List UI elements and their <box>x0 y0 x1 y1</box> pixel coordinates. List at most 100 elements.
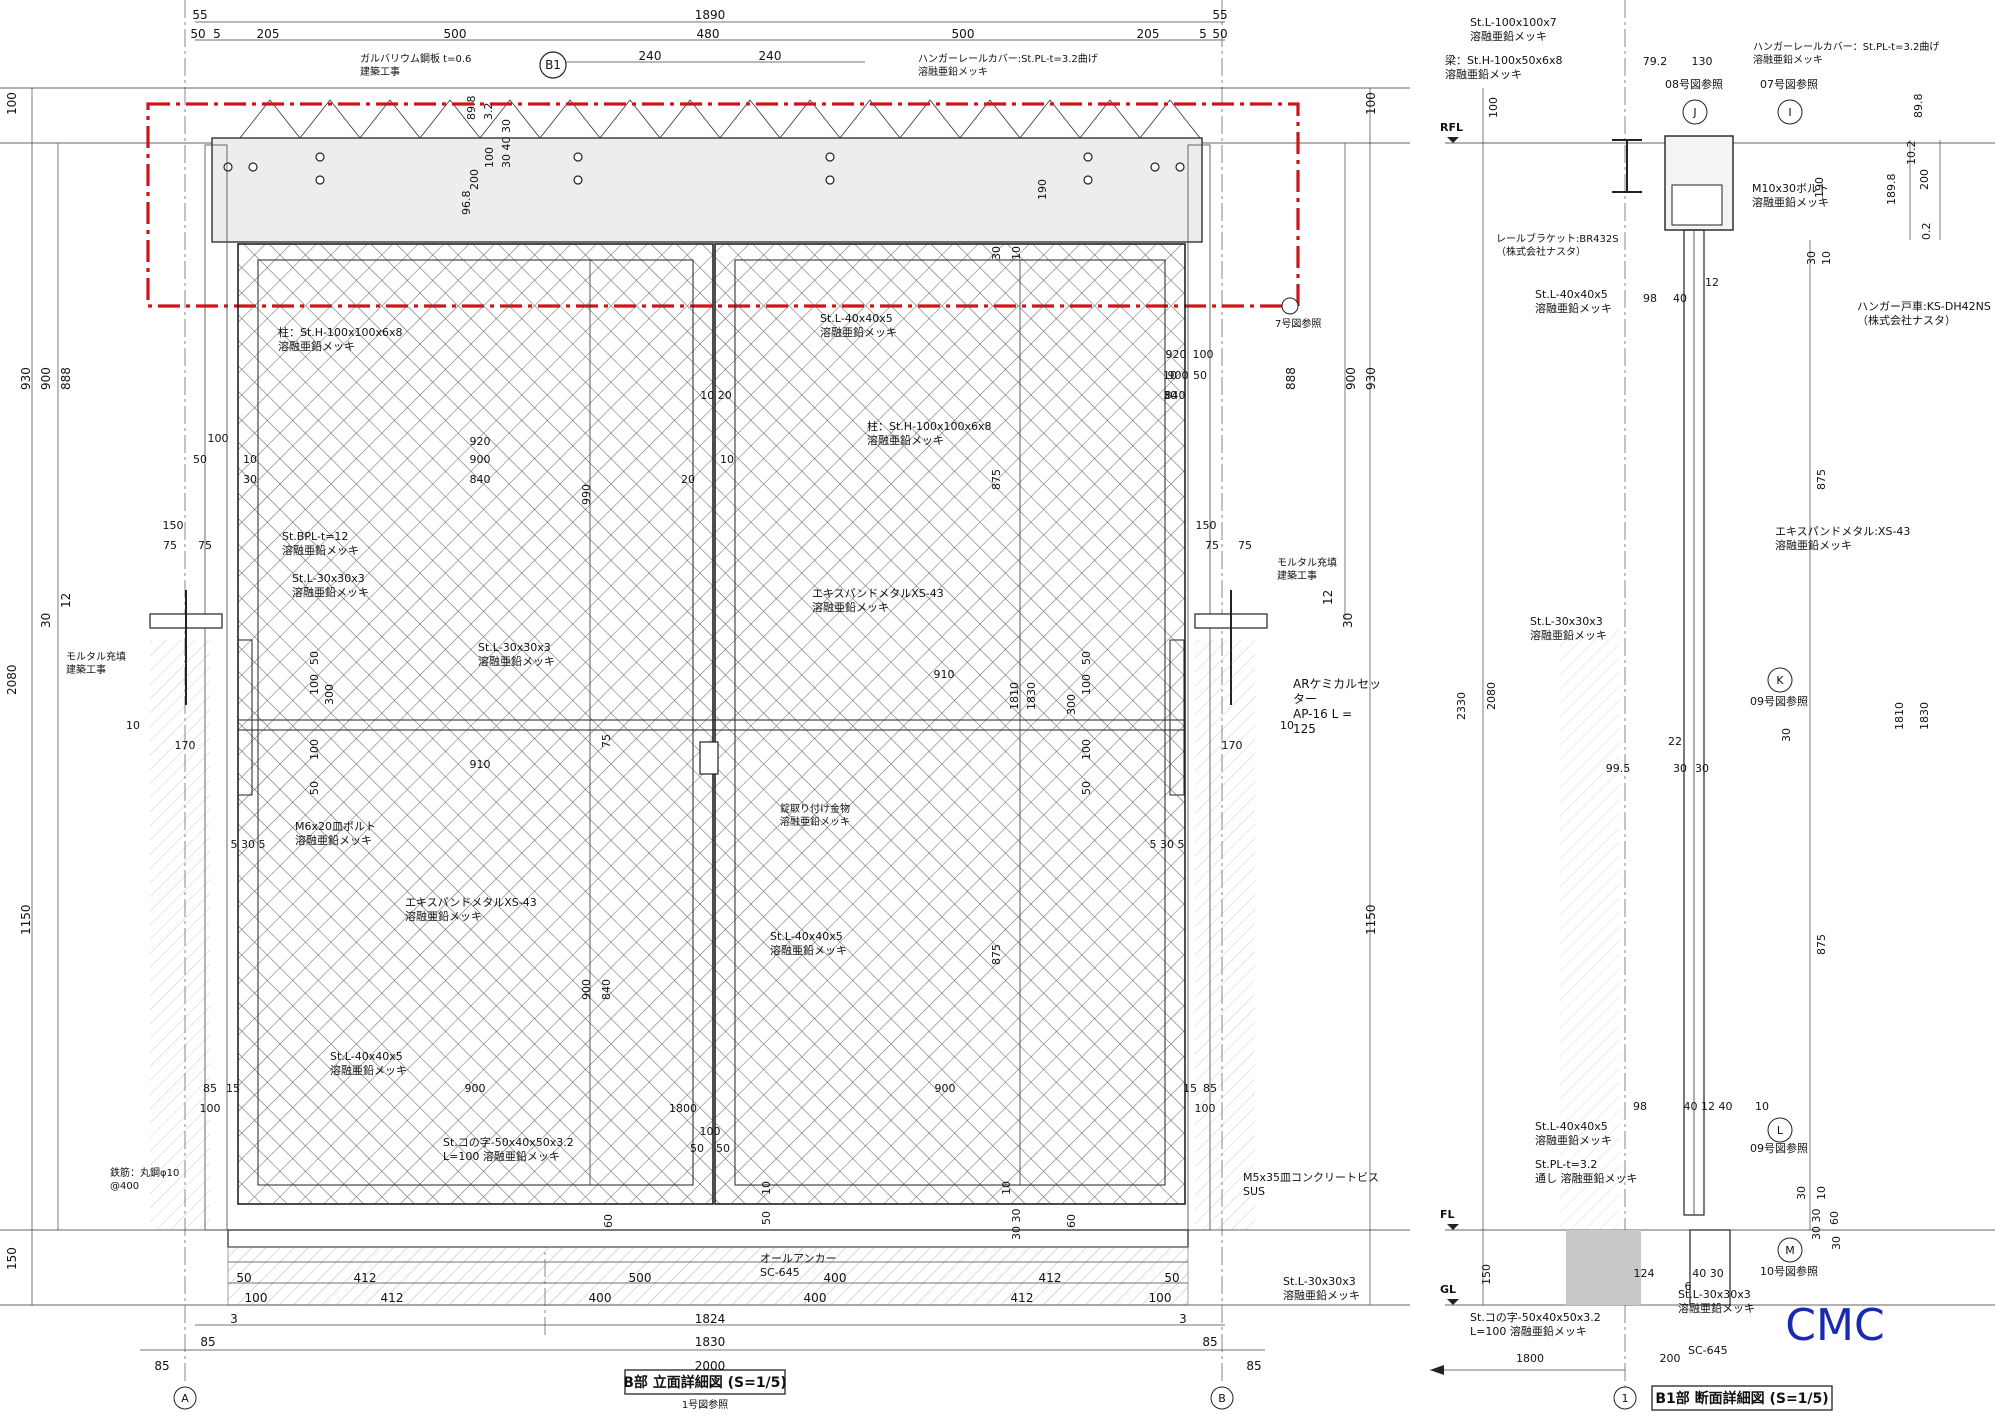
dimension-label: 10 <box>720 453 734 466</box>
dimension-label: 3.2 <box>482 103 495 121</box>
reference-10: 10号図参照 <box>1760 1264 1818 1278</box>
dimension-label: 888 <box>59 367 73 390</box>
dimension-label: 190 <box>1813 177 1826 198</box>
dimension-label: 89.8 <box>1912 94 1925 119</box>
dimension-label: 96.8 <box>460 191 473 216</box>
dimension-label: 100 <box>1149 1291 1172 1305</box>
dimension-label: 30 30 <box>1010 1209 1023 1241</box>
dimension-label: 100 <box>1487 97 1500 118</box>
dimension-label: 40 12 40 <box>1684 1100 1733 1113</box>
dimension-label: 50 <box>1164 1271 1179 1285</box>
callout-rail-bracket: レールブラケット:BR432S <box>1496 232 1619 245</box>
dimension-label: 15 <box>226 1082 240 1095</box>
callout-base-plate: St.BPL-t=12 <box>282 530 348 543</box>
bubble-m-label: M <box>1785 1244 1795 1257</box>
dimension-label: 412 <box>381 1291 404 1305</box>
dimension-label: 10 <box>1000 1181 1013 1195</box>
dimension-label: 840 <box>600 979 613 1000</box>
dimension-label: 100 <box>308 739 321 760</box>
dimension-label: 1830 <box>695 1335 726 1349</box>
dimension-label: 30 <box>1830 1236 1843 1250</box>
dimension-label: 480 <box>697 27 720 41</box>
dimension-label: 10 <box>1010 246 1023 260</box>
dimension-label: 500 <box>444 27 467 41</box>
dimension-label: 85 <box>1203 1082 1217 1095</box>
dimension-label: 875 <box>990 469 1003 490</box>
dimension-label: 240 <box>639 49 662 63</box>
dimension-label: 2330 <box>1455 692 1468 720</box>
callout-screw: SUS <box>1243 1185 1265 1198</box>
reference-07: 07号図参照 <box>1760 77 1818 91</box>
dimension-label: 10 <box>1280 719 1294 732</box>
elevation-view <box>0 0 1410 1410</box>
door-left-mesh <box>237 243 714 1205</box>
detail-bubble-i <box>1777 99 1803 125</box>
threshold <box>227 1229 1189 1248</box>
dimension-label: 10 <box>243 453 257 466</box>
callout-stl-40-low: 溶融亜鉛メッキ <box>330 1063 407 1077</box>
callout-mortar-right: 建築工事 <box>1277 569 1317 582</box>
callout-anchor: オールアンカー <box>760 1252 837 1265</box>
callout-stl-40-section: 溶融亜鉛メッキ <box>1535 301 1612 315</box>
callout-stl-30-section: 溶融亜鉛メッキ <box>1530 628 1607 642</box>
dimension-label: 875 <box>1815 469 1828 490</box>
dimension-label: 412 <box>1039 1271 1062 1285</box>
dimension-label: 55 <box>192 8 207 22</box>
callout-beam: 梁：St.H-100x50x6x8 <box>1445 53 1563 67</box>
dimension-label: 30 30 <box>1810 1209 1823 1241</box>
dimension-label: 300 <box>323 684 336 705</box>
dimension-label: 3 <box>230 1312 238 1326</box>
callout-chemical-anchor: 125 <box>1293 722 1316 736</box>
dimension-label: 1810 <box>1893 702 1906 730</box>
section-mark-b1 <box>539 51 567 79</box>
callout-base-plate: 溶融亜鉛メッキ <box>282 543 359 557</box>
dimension-label: 100 <box>1080 739 1093 760</box>
callout-hanger-cover: ハンガーレールカバー:St.PL-t=3.2曲げ <box>918 53 1098 65</box>
dimension-label: 6 <box>1685 1280 1692 1293</box>
dimension-label: 2080 <box>1485 682 1498 710</box>
callout-column-left: 柱：St.H-100x100x6x8 <box>278 325 403 339</box>
elevation-title-box <box>624 1369 786 1395</box>
dimension-label: 50 <box>1080 651 1093 665</box>
level-fl: FL <box>1440 1208 1455 1221</box>
callout-expanded-section: 溶融亜鉛メッキ <box>1775 538 1852 552</box>
dimension-label: 150 <box>163 519 184 532</box>
dimension-label: 130 <box>1692 55 1713 68</box>
callout-screw: M5x35皿コンクリートビス <box>1243 1171 1379 1184</box>
callout-m6-bolt: 溶融亜鉛メッキ <box>295 833 372 847</box>
callout-stl-30-right: 溶融亜鉛メッキ <box>1283 1288 1360 1302</box>
callout-channel: L=100 溶融亜鉛メッキ <box>443 1149 560 1163</box>
callout-beam: 溶融亜鉛メッキ <box>1445 67 1522 81</box>
dimension-label: 900 <box>465 1082 486 1095</box>
dimension-label: 150 <box>1480 1264 1493 1285</box>
grid-bubble-b <box>1210 1386 1234 1410</box>
callout-stpl: St.PL-t=3.2 <box>1535 1158 1597 1171</box>
dimension-label: 1800 <box>669 1102 697 1115</box>
callout-stl-30-left: St.L-30x30x3 <box>292 572 365 585</box>
callout-hanger-wheel: （株式会社ナスタ） <box>1857 313 1956 327</box>
level-gl: GL <box>1440 1283 1456 1296</box>
callout-stpl: 通し 溶融亜鉛メッキ <box>1535 1171 1638 1185</box>
callout-m6-bolt: M6x20皿ボルト <box>295 820 376 833</box>
dimension-label: 124 <box>1634 1267 1655 1280</box>
callout-column-right: 柱：St.H-100x100x6x8 <box>867 419 992 433</box>
callout-rail-bracket: （株式会社ナスタ） <box>1496 245 1586 258</box>
dimension-label: 1824 <box>695 1312 726 1326</box>
dimension-label: 400 <box>804 1291 827 1305</box>
dimension-label: 888 <box>1284 367 1298 390</box>
dimension-label: 79.2 <box>1643 55 1668 68</box>
door-right-mesh <box>714 243 1186 1205</box>
dimension-label: 10 <box>1815 1186 1828 1200</box>
galvalume-roof <box>239 99 1201 139</box>
dimension-label: 75 <box>163 539 177 552</box>
dimension-label: 100 <box>245 1291 268 1305</box>
dimension-label: 205 <box>1137 27 1160 41</box>
section-mark-label: B1 <box>545 58 561 72</box>
bubble-i-label: I <box>1788 106 1791 119</box>
dimension-label: 12 <box>1321 590 1335 605</box>
section-title: B1部 断面詳細図 (S=1/5) <box>1655 1390 1828 1407</box>
dimension-label: 30 <box>1795 1186 1808 1200</box>
dimension-label: 10 20 <box>700 389 732 402</box>
dimension-label: 98 <box>1643 292 1657 305</box>
dimension-label: 920 <box>1166 348 1187 361</box>
